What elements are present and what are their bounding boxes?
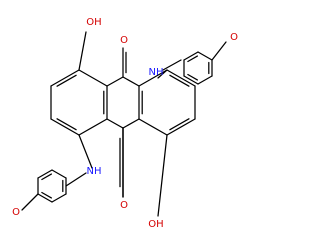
bond-16 bbox=[138, 118, 168, 136]
bond-9 bbox=[56, 74, 77, 87]
bond-42 bbox=[211, 41, 227, 61]
bond-layer bbox=[21, 31, 227, 217]
bond-39 bbox=[183, 75, 199, 85]
hydroxyl-top-label: OH bbox=[86, 17, 101, 28]
bond-34 bbox=[187, 55, 198, 63]
bond-33 bbox=[183, 51, 199, 61]
bond-52 bbox=[41, 191, 52, 199]
bond-38 bbox=[197, 75, 213, 85]
bond-12 bbox=[169, 74, 190, 87]
bond-35 bbox=[197, 51, 213, 61]
bond-11 bbox=[166, 69, 196, 87]
bond-21 bbox=[106, 118, 124, 129]
bond-54 bbox=[21, 193, 39, 211]
bond-45 bbox=[37, 169, 53, 179]
bond-31 bbox=[157, 69, 168, 79]
bond-29 bbox=[78, 31, 87, 71]
bond-43 bbox=[78, 134, 93, 169]
bond-50 bbox=[51, 193, 67, 203]
bond-4 bbox=[78, 118, 108, 136]
bond-5 bbox=[50, 118, 80, 136]
bond-32 bbox=[162, 59, 182, 71]
molecule-diagram: OH O NH O NH O OH O bbox=[12, 17, 238, 230]
bond-20 bbox=[122, 76, 140, 87]
bond-46 bbox=[41, 173, 52, 181]
amine-bottom-label: NH bbox=[87, 166, 102, 177]
hydroxyl-bottom-label: OH bbox=[148, 219, 163, 230]
bond-40 bbox=[187, 73, 198, 81]
bond-10 bbox=[138, 69, 168, 87]
bond-6 bbox=[56, 118, 77, 131]
bond-15 bbox=[169, 118, 190, 131]
bond-44 bbox=[65, 172, 87, 187]
bond-1 bbox=[78, 69, 108, 87]
bond-47 bbox=[51, 169, 67, 179]
methoxy-top-oxygen-label: O bbox=[230, 32, 238, 43]
amine-top-label: NH bbox=[149, 67, 164, 78]
bond-19 bbox=[106, 76, 124, 87]
methoxy-bottom-oxygen-label: O bbox=[12, 207, 20, 218]
bond-30 bbox=[157, 134, 168, 217]
atom-label-layer: OH O NH O NH O OH O bbox=[12, 17, 238, 230]
bond-51 bbox=[37, 193, 53, 203]
bond-14 bbox=[166, 118, 196, 136]
bond-22 bbox=[122, 118, 140, 129]
carbonyl-top-label: O bbox=[120, 35, 128, 46]
bond-8 bbox=[50, 69, 80, 87]
structure-canvas: OH O NH O NH O OH O bbox=[12, 17, 238, 230]
carbonyl-bottom-label: O bbox=[120, 200, 128, 211]
